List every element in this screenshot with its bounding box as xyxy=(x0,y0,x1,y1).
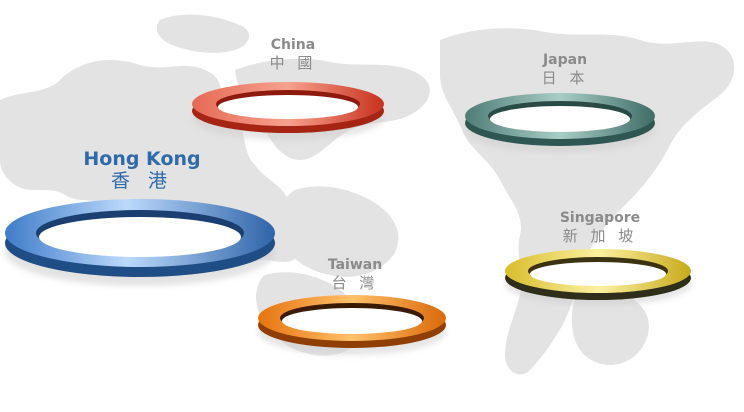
region-label-japan[interactable]: Japan 日 本 xyxy=(510,52,620,87)
region-name-zh: 日 本 xyxy=(541,69,589,87)
region-name-zh: 香 港 xyxy=(110,170,174,192)
region-name-en: Taiwan xyxy=(327,257,383,273)
region-name-zh: 中 國 xyxy=(269,54,317,72)
region-name-zh: 台 灣 xyxy=(331,274,379,292)
ring-taiwan[interactable] xyxy=(258,295,446,355)
region-label-china[interactable]: China 中 國 xyxy=(238,37,348,72)
ring-hongkong[interactable] xyxy=(5,199,275,286)
region-name-en: China xyxy=(270,37,316,53)
region-label-hongkong[interactable]: Hong Kong 香 港 xyxy=(62,148,222,192)
region-label-taiwan[interactable]: Taiwan 台 灣 xyxy=(300,257,410,292)
region-name-en: Japan xyxy=(542,52,588,68)
region-name-en: Singapore xyxy=(559,210,641,226)
ring-china[interactable] xyxy=(192,82,384,140)
region-label-singapore[interactable]: Singapore 新 加 坡 xyxy=(540,210,660,245)
ring-singapore[interactable] xyxy=(505,249,691,306)
region-name-en: Hong Kong xyxy=(83,148,201,170)
ring-japan[interactable] xyxy=(465,93,655,153)
region-name-zh: 新 加 坡 xyxy=(562,227,638,245)
